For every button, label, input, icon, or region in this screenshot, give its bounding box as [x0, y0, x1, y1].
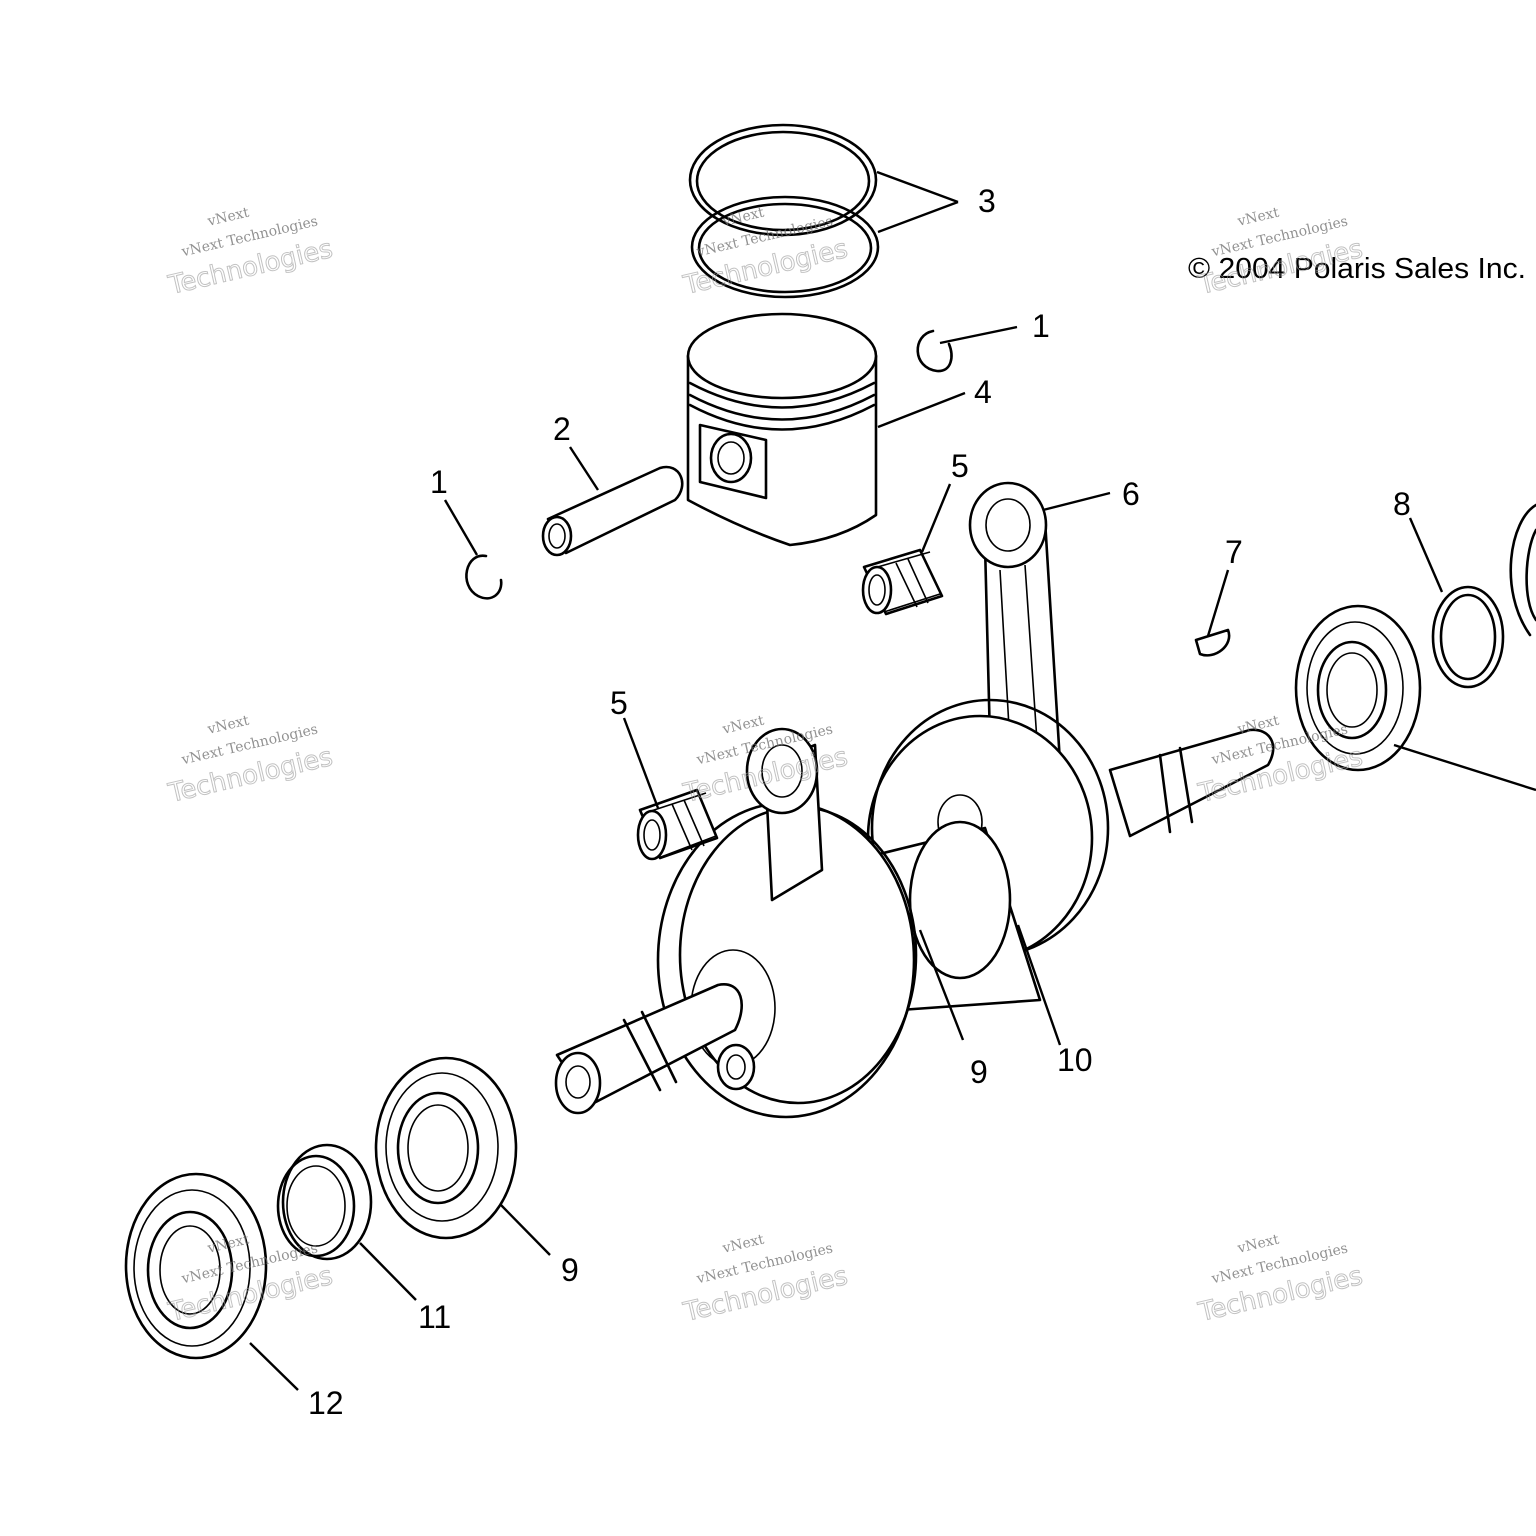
spacer-11 [276, 1143, 373, 1261]
watermark: vNext vNext Technologies Technologies [680, 713, 851, 810]
circlip-right [916, 329, 953, 373]
callout-3: 3 [978, 183, 996, 219]
spacer-ring [1431, 585, 1505, 689]
callout-2: 2 [553, 411, 571, 447]
svg-text:vNext: vNext [205, 713, 251, 738]
callout-4: 4 [974, 374, 992, 410]
main-bearing-right [1294, 604, 1422, 772]
callout-5: 5 [951, 448, 969, 484]
watermark: vNext vNext Technologies Technologies [1195, 1232, 1366, 1329]
watermark: vNext vNext Technologies Technologies [165, 713, 336, 810]
crankshaft [554, 698, 1275, 1119]
edge-part [1509, 503, 1536, 637]
svg-text:vNext: vNext [720, 713, 766, 738]
needle-bearing-lower [636, 788, 719, 861]
oil-seal-12 [124, 1172, 268, 1360]
callout-8: 8 [1393, 486, 1411, 522]
svg-text:vNext: vNext [1235, 205, 1281, 230]
callout-5: 5 [610, 685, 628, 721]
woodruff-key [1194, 628, 1231, 657]
leader-lines [249, 170, 1536, 1391]
copyright-text: © 2004 Polaris Sales Inc. [1188, 253, 1526, 285]
svg-text:vNext: vNext [720, 1232, 766, 1257]
callout-10: 10 [1057, 1042, 1093, 1078]
svg-text:vNext: vNext [1235, 1232, 1281, 1257]
callout-9: 9 [561, 1252, 579, 1288]
piston [686, 312, 878, 547]
piston-rings [688, 123, 880, 299]
callout-12: 12 [308, 1385, 344, 1421]
callout-1: 1 [430, 464, 448, 500]
callout-6: 6 [1122, 476, 1140, 512]
watermark: vNext vNext Technologies Technologies [680, 205, 851, 302]
watermark: vNext vNext Technologies Technologies [165, 205, 336, 302]
callouts: 3 1 4 2 1 5 6 7 8 5 9 10 9 11 12 [308, 183, 1411, 1421]
callout-9: 9 [970, 1054, 988, 1090]
main-bearing-left [374, 1056, 518, 1240]
circlip-left [465, 554, 503, 600]
watermark: vNext vNext Technologies Technologies [680, 1232, 851, 1329]
connecting-rod-lower [745, 727, 824, 902]
callout-7: 7 [1225, 534, 1243, 570]
wrist-pin [541, 465, 684, 557]
needle-bearing-upper [861, 548, 944, 616]
callout-1: 1 [1032, 308, 1050, 344]
svg-text:vNext: vNext [205, 205, 251, 230]
callout-11: 11 [418, 1299, 451, 1335]
